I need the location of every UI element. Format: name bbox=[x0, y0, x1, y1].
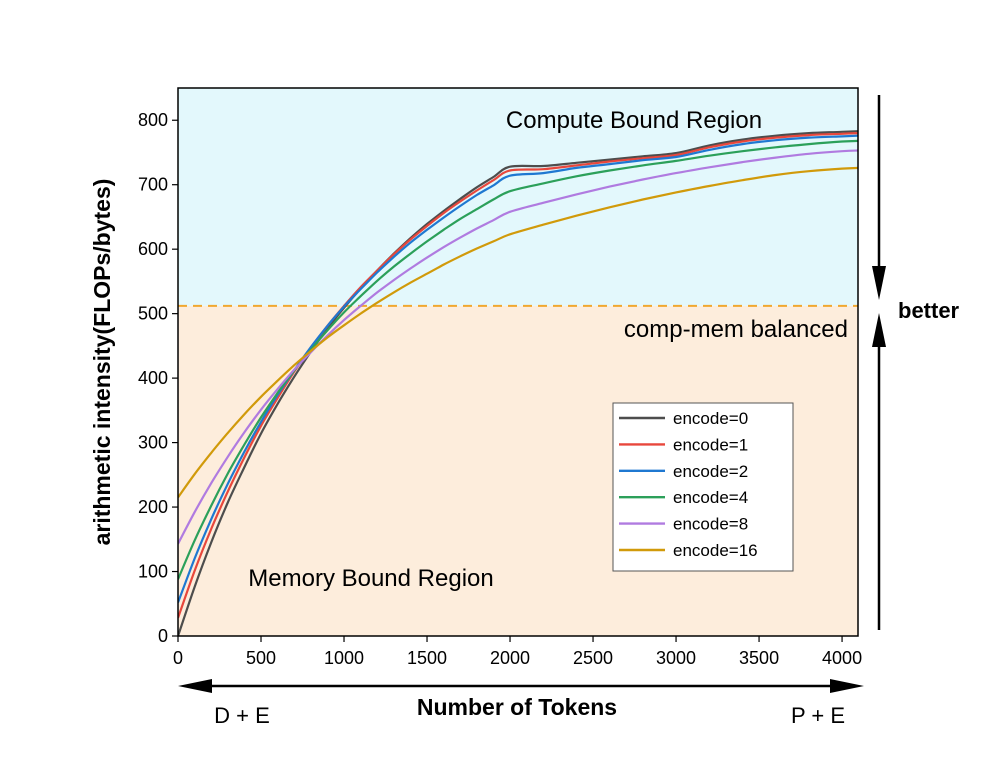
x-tick-label: 4000 bbox=[822, 648, 862, 668]
up-arrowhead-icon bbox=[872, 313, 886, 347]
tokens-double-arrow bbox=[178, 679, 864, 693]
x-axis-title: Number of Tokens bbox=[417, 694, 617, 720]
legend-label: encode=8 bbox=[673, 515, 748, 534]
x-tick-label: 0 bbox=[173, 648, 183, 668]
series-line-encode-8 bbox=[178, 149, 858, 545]
comp-mem-balanced-label: comp-mem balanced bbox=[624, 316, 848, 343]
better-arrows bbox=[872, 95, 886, 630]
right-arrowhead-icon bbox=[830, 679, 864, 693]
compute-bound-region bbox=[178, 88, 858, 306]
series-line-encode-16 bbox=[178, 166, 858, 499]
y-tick-label: 700 bbox=[138, 175, 168, 195]
x-tick-label: 500 bbox=[246, 648, 276, 668]
compute-bound-label: Compute Bound Region bbox=[506, 107, 762, 134]
legend-box bbox=[612, 402, 794, 572]
y-tick-label: 800 bbox=[138, 110, 168, 130]
x-tick-label: 3500 bbox=[739, 648, 779, 668]
x-tick-label: 2500 bbox=[573, 648, 613, 668]
y-tick-label: 600 bbox=[138, 239, 168, 259]
left-arrowhead-icon bbox=[178, 679, 212, 693]
legend-label: encode=2 bbox=[673, 462, 748, 481]
x-tick-label: 1000 bbox=[324, 648, 364, 668]
left-arrow-label: D + E bbox=[214, 703, 270, 728]
y-tick-label: 500 bbox=[138, 304, 168, 324]
x-tick-label: 3000 bbox=[656, 648, 696, 668]
legend: encode=0 encode=1 encode=2 encode=4 encode=8… bbox=[612, 402, 794, 572]
y-tick-label: 100 bbox=[138, 562, 168, 582]
better-label: better bbox=[898, 298, 960, 323]
legend-label: encode=1 bbox=[673, 435, 748, 454]
series-line-encode-1 bbox=[178, 132, 858, 619]
down-arrowhead-icon bbox=[872, 266, 886, 300]
y-tick-label: 200 bbox=[138, 497, 168, 517]
legend-label: encode=4 bbox=[673, 488, 748, 507]
y-tick-label: 400 bbox=[138, 368, 168, 388]
right-arrow-label: P + E bbox=[791, 703, 845, 728]
legend-label: encode=16 bbox=[673, 541, 758, 560]
memory-bound-label: Memory Bound Region bbox=[248, 565, 493, 592]
plot-frame bbox=[177, 87, 859, 637]
series-line-encode-2 bbox=[178, 134, 858, 603]
series-line-encode-0 bbox=[178, 130, 858, 636]
legend-label: encode=0 bbox=[673, 409, 748, 428]
x-tick-label: 2000 bbox=[490, 648, 530, 668]
y-tick-label: 300 bbox=[138, 433, 168, 453]
y-axis-title: arithmetic intensity(FLOPs/bytes) bbox=[89, 179, 115, 546]
series-line-encode-4 bbox=[178, 139, 858, 580]
x-tick-label: 1500 bbox=[407, 648, 447, 668]
y-tick-label: 0 bbox=[158, 626, 168, 646]
